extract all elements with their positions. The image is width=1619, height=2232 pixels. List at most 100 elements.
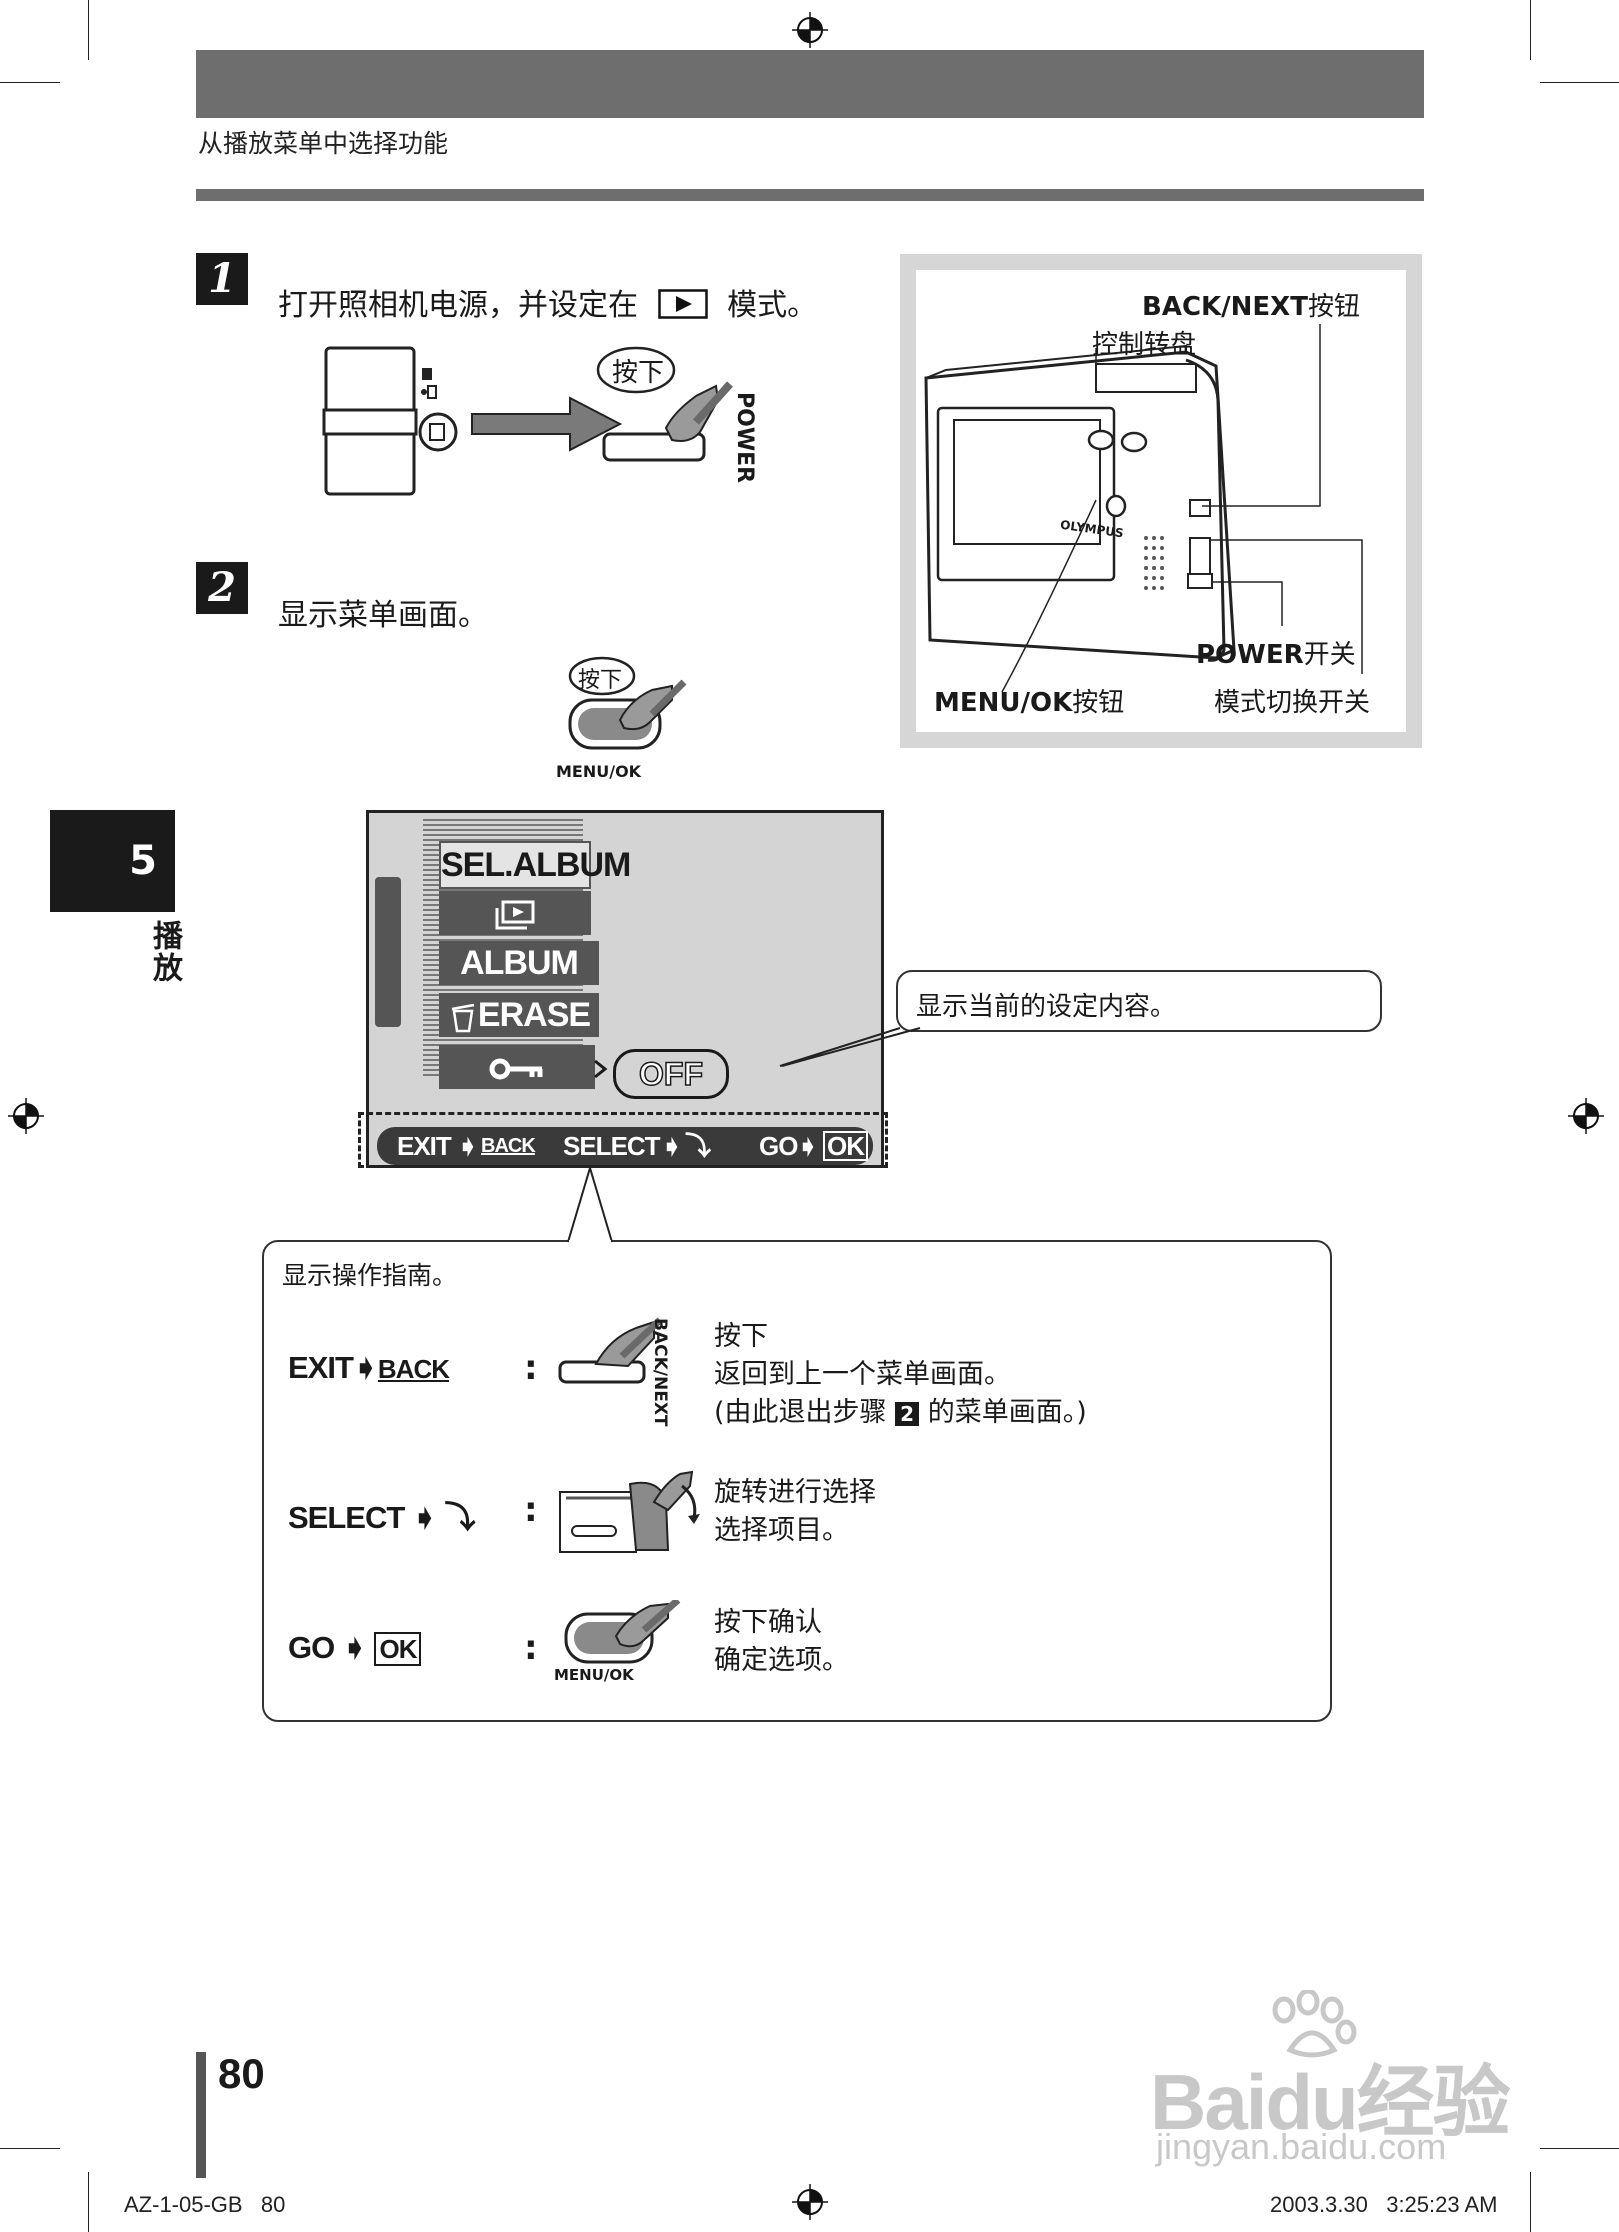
camera-illustration	[924, 324, 1363, 693]
registration-mark-icon	[1568, 1098, 1604, 1134]
guide-row-select-arrow-icon: ➧	[411, 1500, 438, 1535]
control-dial-icon	[559, 1470, 700, 1553]
registration-mark-icon	[8, 1098, 44, 1134]
back-next-button-icon	[558, 1317, 663, 1384]
guide-row-3-desc1: 确定选项。	[714, 1645, 849, 1676]
guide-row-select-label: SELECT	[288, 1500, 405, 1535]
guide-ok: OK	[823, 1131, 868, 1161]
registration-mark-icon	[792, 2184, 828, 2220]
crop-mark	[1540, 82, 1619, 83]
menu-ok-button-illustration	[568, 656, 687, 750]
step-number-2: 2	[196, 562, 248, 614]
crop-mark	[88, 0, 89, 60]
guide-row-2-desc1: 选择项目。	[714, 1515, 849, 1546]
lcd-menu-screen: SEL.ALBUM ALBUM ENTRY ERASE OFF EXIT ➧ B…	[366, 810, 884, 1168]
album-playback-icon	[495, 900, 535, 930]
setting-callout-text: 显示当前的设定内容。	[916, 992, 1177, 1022]
header-rule	[196, 189, 1424, 201]
guide-row-2-colon: :	[524, 1490, 538, 1530]
chevron-right-icon	[594, 1059, 608, 1079]
watermark-url: jingyan.baidu.com	[1156, 2126, 1447, 2167]
crop-mark	[1530, 2172, 1531, 2232]
power-label: POWER	[732, 392, 757, 484]
power-switch-label: POWER	[1196, 640, 1304, 670]
menu-item-album-playback[interactable]	[439, 891, 591, 935]
menu-item-erase-label: ERASE	[477, 996, 591, 1034]
step-1-text-after: 模式。	[727, 288, 818, 323]
menu-ok-label: MENU/OK	[556, 762, 642, 781]
guide-select: SELECT	[563, 1131, 661, 1161]
power-switch-suffix: 开关	[1303, 640, 1356, 670]
guide-row-3-text: 按下确认 确定选项。	[714, 1604, 849, 1680]
header-bar	[196, 50, 1424, 118]
step-1-press-bubble: 按下	[612, 358, 665, 388]
step-2-text: 显示菜单画面。	[278, 598, 488, 633]
crop-mark	[0, 2148, 60, 2149]
baidu-paw-icon	[1272, 1990, 1357, 2058]
menu-item-erase[interactable]: ERASE	[439, 993, 599, 1037]
menu-ok-button-label: MENU/OK	[934, 688, 1073, 718]
watermark-brand: Baidu经验	[1150, 2058, 1511, 2146]
menu-item-album-entry[interactable]: ALBUM ENTRY	[439, 941, 599, 1026]
guide-row-exit-label: EXIT	[288, 1350, 354, 1385]
callout-pointer	[779, 1027, 921, 1067]
chapter-tab: 5	[50, 810, 175, 912]
operation-guide-bar: EXIT ➧ BACK SELECT ➧ ⤵ GO ➧ OK	[377, 1127, 873, 1165]
guide-bar-highlight	[358, 1112, 888, 1168]
guide-row-go-arrow-icon: ➧	[341, 1630, 368, 1665]
guide-row-1-colon: :	[524, 1348, 538, 1388]
back-next-suffix: 按钮	[1307, 292, 1360, 322]
dial-rotate-icon: ⤵	[444, 1500, 476, 1535]
guide-box-title: 显示操作指南。	[282, 1261, 458, 1290]
menu-ok-button-icon	[564, 1600, 681, 1664]
guide-row-select-key: SELECT ➧ ⤵	[288, 1492, 476, 1537]
guide-row-3-colon: :	[524, 1628, 538, 1668]
guide-row-3-action: 按下确认	[714, 1607, 822, 1638]
back-next-label: BACK/NEXT	[1142, 292, 1308, 322]
guide-box-pointer	[567, 1168, 613, 1244]
setting-callout: 显示当前的设定内容。	[896, 970, 1382, 1032]
guide-row-exit-arrow-icon: ➧	[352, 1350, 379, 1385]
trash-icon	[451, 1003, 475, 1033]
menu-ok-button-suffix: 按钮	[1072, 688, 1125, 718]
guide-row-1-text: 按下 返回到上一个菜单画面。 (由此退出步骤 2 的菜单画面。)	[714, 1318, 1087, 1432]
back-next-button-label: BACK/NEXT	[650, 1318, 670, 1427]
dial-rotate-icon: ⤵	[685, 1131, 711, 1161]
guide-back: BACK	[481, 1135, 536, 1157]
power-switch-callout: POWER开关	[1196, 634, 1356, 671]
guide-row-1-action: 按下	[714, 1321, 768, 1352]
guide-row-1-desc1: 返回到上一个菜单画面。	[714, 1359, 1011, 1390]
menu-ok-callout: MENU/OK按钮	[934, 682, 1124, 719]
crop-mark	[0, 82, 60, 83]
footer-left: AZ-1-05-GB 80	[124, 2192, 286, 2217]
key-icon	[489, 1058, 543, 1080]
crop-mark	[1540, 2148, 1619, 2149]
guide-row-go-target: OK	[374, 1632, 422, 1666]
step-2-press-bubble: 按下	[578, 668, 623, 693]
menu-item-protect[interactable]	[439, 1045, 595, 1089]
guide-row-2-text: 旋转进行选择 选择项目。	[714, 1474, 876, 1550]
guide-box: 显示操作指南。	[262, 1240, 1332, 1722]
menu-item-sel-album[interactable]: SEL.ALBUM	[439, 841, 631, 889]
registration-mark-icon	[792, 12, 828, 48]
menu-scroll-bar	[375, 877, 401, 1027]
footer-right: 2003.3.30 3:25:23 AM	[1270, 2192, 1498, 2217]
guide-row-1-desc2-after: 的菜单画面。)	[927, 1397, 1087, 1428]
guide-arrow-icon: ➧	[661, 1131, 683, 1161]
step-number-1: 1	[196, 253, 248, 305]
section-subtitle: 从播放菜单中选择功能	[198, 129, 449, 158]
page-number: 80	[218, 2050, 265, 2097]
page-number-bar	[196, 2052, 206, 2178]
control-dial-label: 控制转盘	[1092, 330, 1197, 360]
guide-row-exit-target: BACK	[377, 1354, 450, 1384]
guide-row-1-desc2: (由此退出步骤 2 的菜单画面。)	[714, 1394, 1087, 1432]
mode-switch-label: 模式切换开关	[1214, 688, 1371, 718]
guide-row-2-action: 旋转进行选择	[714, 1477, 876, 1508]
step-1-text: 打开照相机电源，并设定在 模式。	[278, 280, 817, 324]
crop-mark	[1530, 0, 1531, 60]
guide-row-1-step-badge: 2	[895, 1402, 920, 1426]
guide-row-1-desc2-before: (由此退出步骤	[714, 1397, 887, 1428]
playback-mode-icon	[657, 289, 708, 319]
back-next-callout: BACK/NEXT按钮	[1142, 286, 1360, 323]
guide-exit: EXIT	[397, 1131, 452, 1161]
